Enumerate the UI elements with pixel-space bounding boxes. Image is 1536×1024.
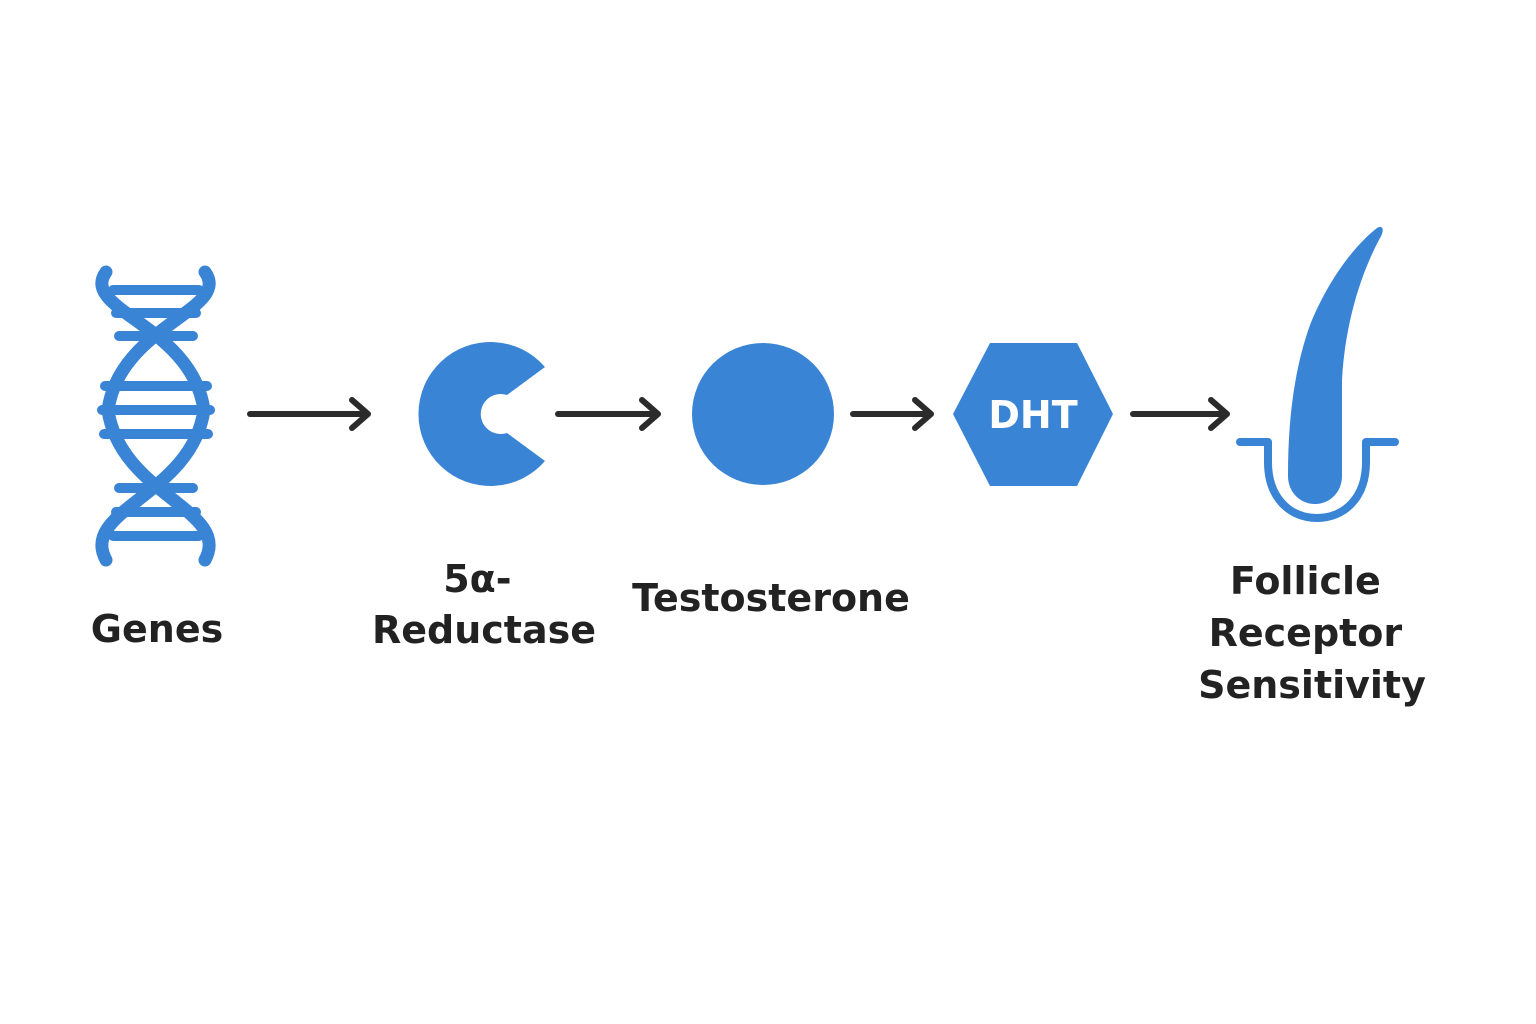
- arrow-2: [555, 397, 661, 431]
- genes-label: Genes: [91, 607, 223, 651]
- arrow-1: [247, 397, 371, 431]
- reductase-label: 5α- Reductase: [372, 557, 596, 652]
- enzyme-icon: [418, 342, 545, 486]
- dht-badge: DHT: [988, 393, 1077, 437]
- arrow-3: [850, 397, 934, 431]
- testosterone-label: Testosterone: [632, 576, 910, 620]
- arrow-4: [1130, 397, 1230, 431]
- hair-follicle-icon: [1236, 226, 1399, 522]
- circle-icon: [692, 343, 834, 485]
- hexagon-icon: DHT: [953, 343, 1113, 486]
- follicle-label: Follicle Receptor Sensitivity: [1198, 559, 1426, 707]
- dna-icon: [95, 265, 216, 567]
